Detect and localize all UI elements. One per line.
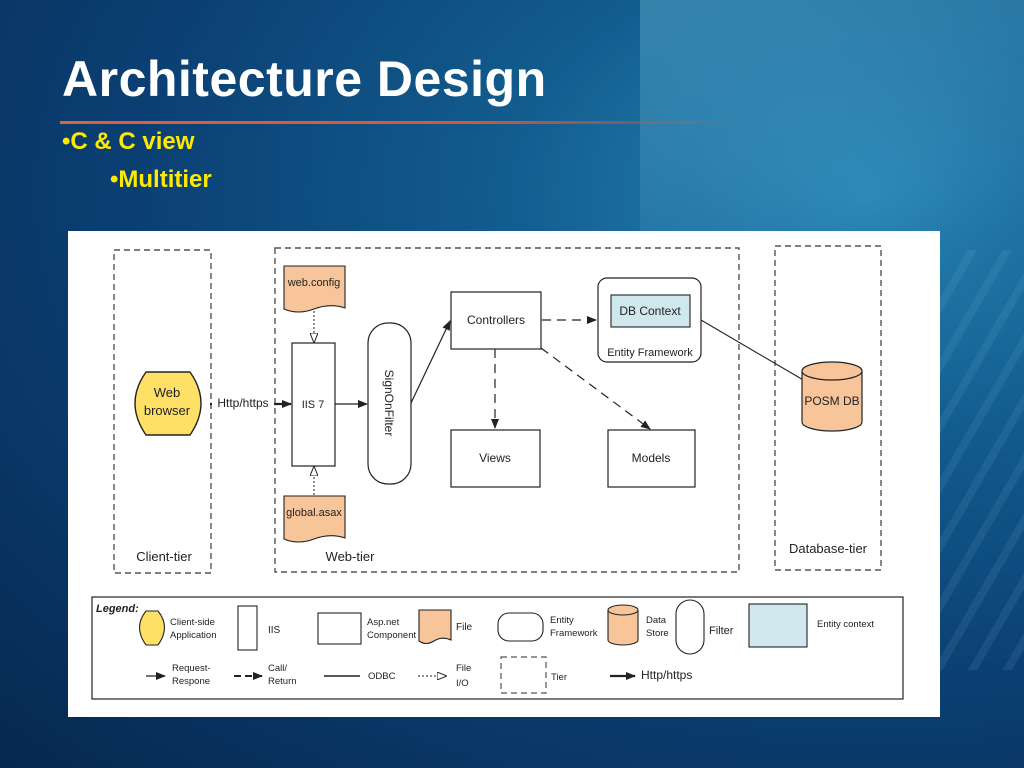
web-config-file [283, 265, 346, 313]
legend-aspnet-icon [317, 612, 362, 645]
global-asax-file [283, 495, 346, 543]
legend-ef-1: Entity [550, 615, 574, 626]
legend-aspnet-2: Component [367, 630, 416, 641]
legend-ef-2: Framework [550, 628, 598, 639]
legend-client-app-1: Client-side [170, 617, 215, 628]
legend-ef-icon [497, 612, 544, 642]
legend-fileio-2: I/O [456, 678, 469, 689]
odbc-connection [700, 319, 806, 382]
legend-call-2: Return [268, 676, 297, 687]
posm-db-cylinder-top [801, 361, 863, 381]
legend-iis-icon [237, 605, 258, 651]
legend-http-label: Http/https [641, 668, 692, 682]
global-asax-label: global.asax [286, 507, 342, 519]
iis-label: IIS 7 [302, 399, 325, 411]
sign-on-filter-label: SignOnFilter [382, 370, 396, 437]
models-label: Models [632, 451, 671, 465]
legend-request-1: Request- [172, 663, 211, 674]
legend-client-app-2: Application [170, 630, 216, 641]
controllers-to-models-arrow [540, 347, 651, 430]
filter-to-controllers-arrow [410, 320, 451, 404]
controllers-label: Controllers [467, 313, 525, 327]
legend-call-1: Call/ [268, 663, 287, 674]
posm-db-label: POSM DB [804, 394, 859, 408]
legend-client-app-icon [138, 610, 166, 646]
legend-entity-context-label: Entity context [817, 619, 874, 630]
legend-filter-icon [675, 599, 705, 655]
legend-datastore-icon-top [607, 604, 639, 616]
legend-tier-icon [500, 656, 547, 694]
legend-title: Legend: [96, 603, 139, 615]
posm-db-cylinder [801, 371, 863, 432]
bullet-cc-view: •C & C view [62, 128, 195, 155]
legend-datastore-icon [607, 610, 639, 646]
legend-datastore-1: Data [646, 615, 667, 626]
web-browser-label-1: Web [154, 385, 181, 400]
legend-aspnet-1: Asp.net [367, 617, 400, 628]
legend-file-label: File [456, 622, 473, 633]
db-context-box [610, 294, 691, 328]
diagram-canvas: Client-tier Web-tier Database-tier Web b… [91, 245, 904, 700]
client-tier-label: Client-tier [136, 549, 192, 564]
legend-fileio-1: File [456, 663, 471, 674]
legend-entity-context-icon [748, 603, 808, 648]
views-label: Views [479, 451, 511, 465]
database-tier-box [774, 245, 882, 571]
http-label: Http/https [217, 396, 268, 410]
web-browser-shape [134, 371, 202, 436]
legend-tier-label: Tier [551, 672, 567, 683]
legend-filter-label: Filter [709, 625, 734, 637]
legend-datastore-2: Store [646, 628, 669, 639]
models-box [607, 429, 696, 488]
bullet-multitier: •Multitier [110, 166, 212, 193]
db-context-label: DB Context [619, 304, 681, 318]
legend-iis-label: IIS [268, 625, 281, 636]
web-config-label: web.config [287, 277, 341, 289]
architecture-diagram: Client-tier Web-tier Database-tier Web b… [68, 231, 940, 717]
slide-title: Architecture Design [62, 51, 547, 107]
web-tier-box [274, 247, 740, 573]
database-tier-label: Database-tier [789, 541, 868, 556]
sign-on-filter-box [367, 322, 412, 485]
controllers-box [450, 291, 542, 350]
title-underline [60, 121, 750, 124]
web-tier-label: Web-tier [326, 549, 376, 564]
views-box [450, 429, 541, 488]
web-browser-label-2: browser [144, 403, 191, 418]
entity-framework-label: Entity Framework [607, 347, 693, 359]
legend-file-icon [418, 609, 452, 645]
legend-odbc-label: ODBC [368, 671, 396, 682]
legend-request-2: Respone [172, 676, 210, 687]
